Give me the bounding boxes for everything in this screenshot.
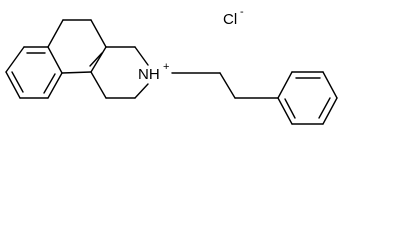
dihydro-ring (47, 19, 107, 74)
benzo-ring (5, 46, 63, 99)
phenyl-ring (277, 71, 338, 125)
chemical-structure-diagram: NH + Cl - (5, 6, 338, 125)
piperidinium-ring (90, 46, 149, 99)
amine-symbol: NH (138, 66, 160, 83)
amine-charge: + (163, 61, 169, 73)
chloride-label: Cl - (223, 6, 244, 28)
ethyl-linker (171, 71, 293, 99)
chloride-symbol: Cl (223, 11, 237, 28)
ammonium-label: NH + (138, 61, 169, 83)
chloride-charge: - (240, 6, 244, 18)
